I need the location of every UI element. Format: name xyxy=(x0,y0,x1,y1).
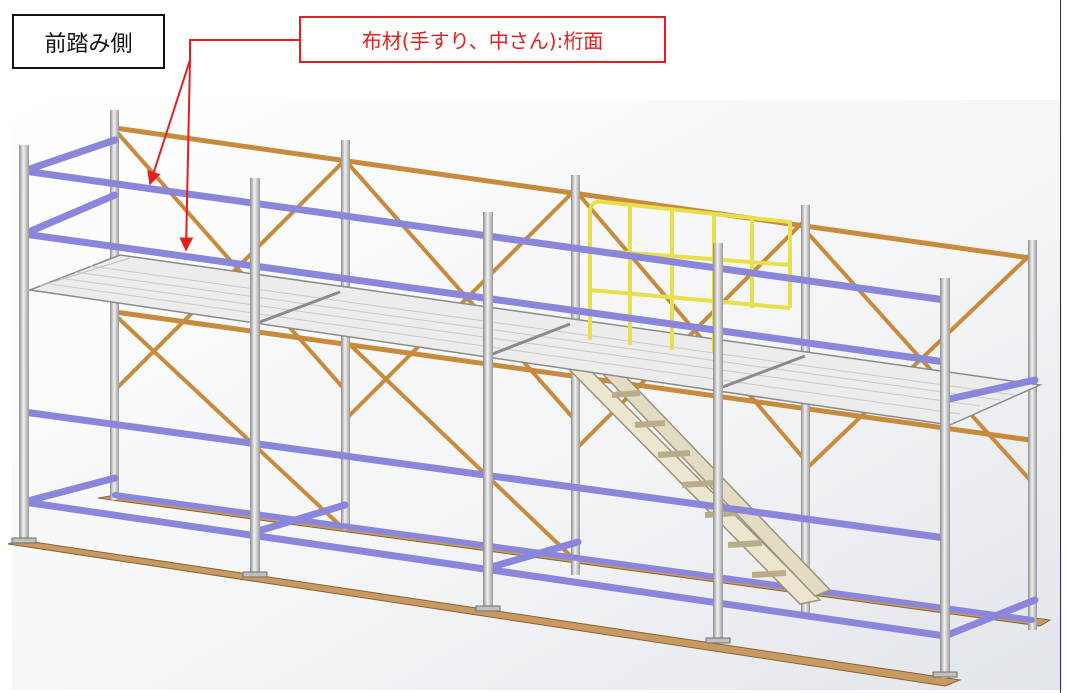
page-edge-line xyxy=(1060,0,1061,693)
front-posts xyxy=(19,145,950,678)
member-callout-label: 布材(手すり、中さん):桁面 xyxy=(299,16,666,63)
back-ledgers xyxy=(112,492,1035,623)
base-plates xyxy=(11,537,958,678)
callout-arrows xyxy=(147,39,299,252)
deck-planks xyxy=(27,254,1043,426)
front-side-label: 前踏み側 xyxy=(12,14,165,69)
